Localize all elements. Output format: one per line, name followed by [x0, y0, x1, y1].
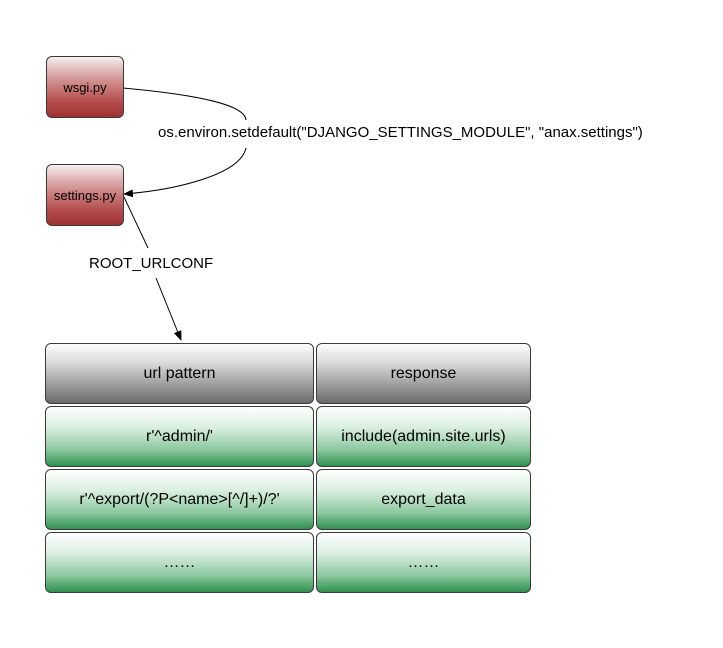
table-row-3-response: …… — [316, 532, 531, 593]
root-urlconf-connector — [123, 196, 181, 340]
setdefault-edge-label: os.environ.setdefault("DJANGO_SETTINGS_M… — [158, 124, 643, 142]
settings-node: settings.py — [46, 164, 124, 226]
header-url-pattern-label: url pattern — [143, 364, 216, 382]
header-url-pattern: url pattern — [45, 343, 314, 404]
table-row-2-pattern: r'^export/(?P<name>[^/]+)/?' — [45, 469, 314, 530]
cell-label: include(admin.site.urls) — [341, 427, 506, 445]
wsgi-label: wsgi.py — [63, 79, 107, 95]
settings-label: settings.py — [53, 187, 117, 203]
table-row-3-pattern: …… — [45, 532, 314, 593]
table-row-1-pattern: r'^admin/' — [45, 406, 314, 467]
header-response: response — [316, 343, 531, 404]
cell-label: r'^admin/' — [146, 427, 213, 445]
root-urlconf-edge-label: ROOT_URLCONF — [89, 255, 214, 273]
setdefault-connector — [123, 87, 247, 194]
wsgi-node: wsgi.py — [46, 56, 124, 118]
cell-label: …… — [163, 553, 196, 571]
table-row-2-response: export_data — [316, 469, 531, 530]
cell-label: export_data — [381, 490, 466, 508]
cell-label: …… — [407, 553, 440, 571]
table-row-1-response: include(admin.site.urls) — [316, 406, 531, 467]
header-response-label: response — [390, 364, 457, 382]
cell-label: r'^export/(?P<name>[^/]+)/?' — [79, 490, 280, 508]
